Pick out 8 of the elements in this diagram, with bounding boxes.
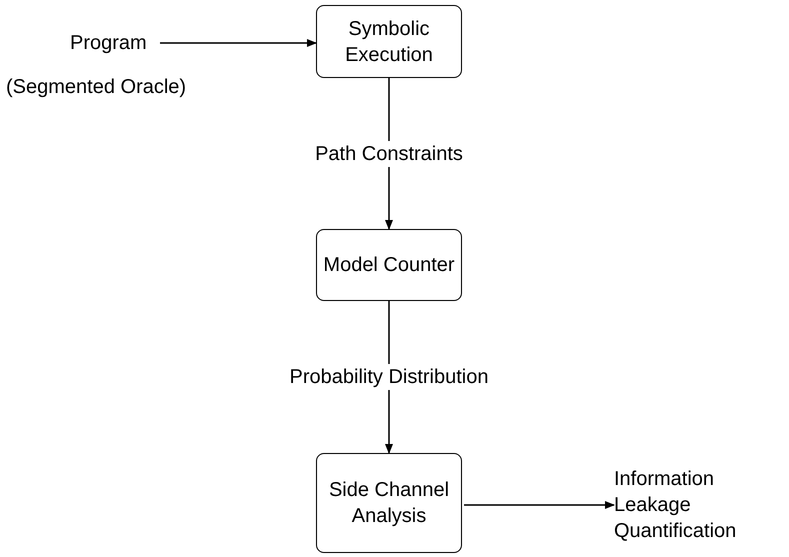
process-box: Side Channel Analysis	[316, 453, 462, 553]
node-text: Information Leakage Quantification	[614, 458, 786, 552]
process-box: Model Counter	[316, 229, 462, 301]
arrow	[464, 501, 615, 509]
process-box: Symbolic Execution	[316, 5, 462, 78]
node-text: Program	[70, 28, 158, 58]
node-caption: (Segmented Oracle)	[6, 75, 186, 100]
arrow	[160, 39, 317, 47]
